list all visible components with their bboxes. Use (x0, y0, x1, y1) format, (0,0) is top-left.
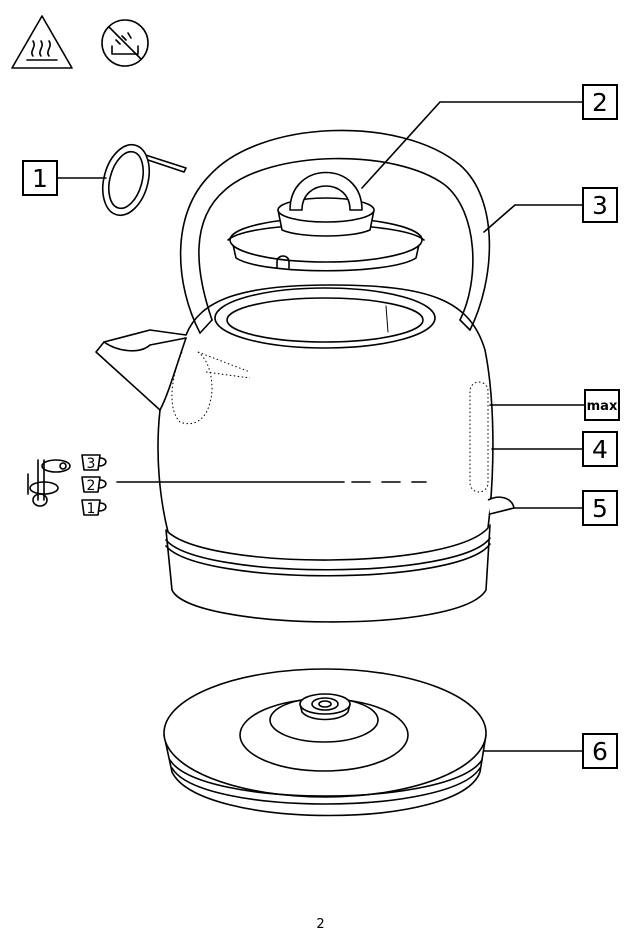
svg-text:6: 6 (592, 737, 608, 766)
leader-lines (56, 101, 586, 752)
svg-text:2: 2 (592, 88, 608, 117)
callout-5: 5 (582, 490, 618, 526)
cup-level-label: 2 (87, 478, 96, 494)
svg-text:4: 4 (592, 435, 608, 464)
cup-level-3: 3 (81, 454, 107, 472)
hot-surface-warning-icon (11, 15, 73, 69)
no-immersion-icon (101, 19, 149, 67)
page-number: 2 (316, 917, 325, 932)
cup-level-label: 3 (87, 456, 96, 472)
callout-3: 3 (582, 187, 618, 223)
cup-level-1: 1 (81, 499, 107, 517)
svg-text:5: 5 (592, 494, 608, 523)
callout-1: 1 (22, 160, 58, 196)
callout-2: 2 (582, 84, 618, 120)
filter-part (101, 143, 187, 217)
cup-level-label: 1 (87, 501, 96, 517)
kettle (95, 129, 515, 623)
svg-text:max: max (587, 399, 618, 414)
base-stand (163, 668, 487, 817)
svg-text:3: 3 (592, 191, 608, 220)
filter-placement-icon (27, 459, 71, 507)
callout-4: 4 (582, 431, 618, 467)
callout-6: 6 (582, 733, 618, 769)
cup-level-2: 2 (81, 476, 107, 494)
lid-part (227, 171, 425, 272)
svg-text:1: 1 (32, 164, 48, 193)
callout-max: max (584, 389, 620, 421)
